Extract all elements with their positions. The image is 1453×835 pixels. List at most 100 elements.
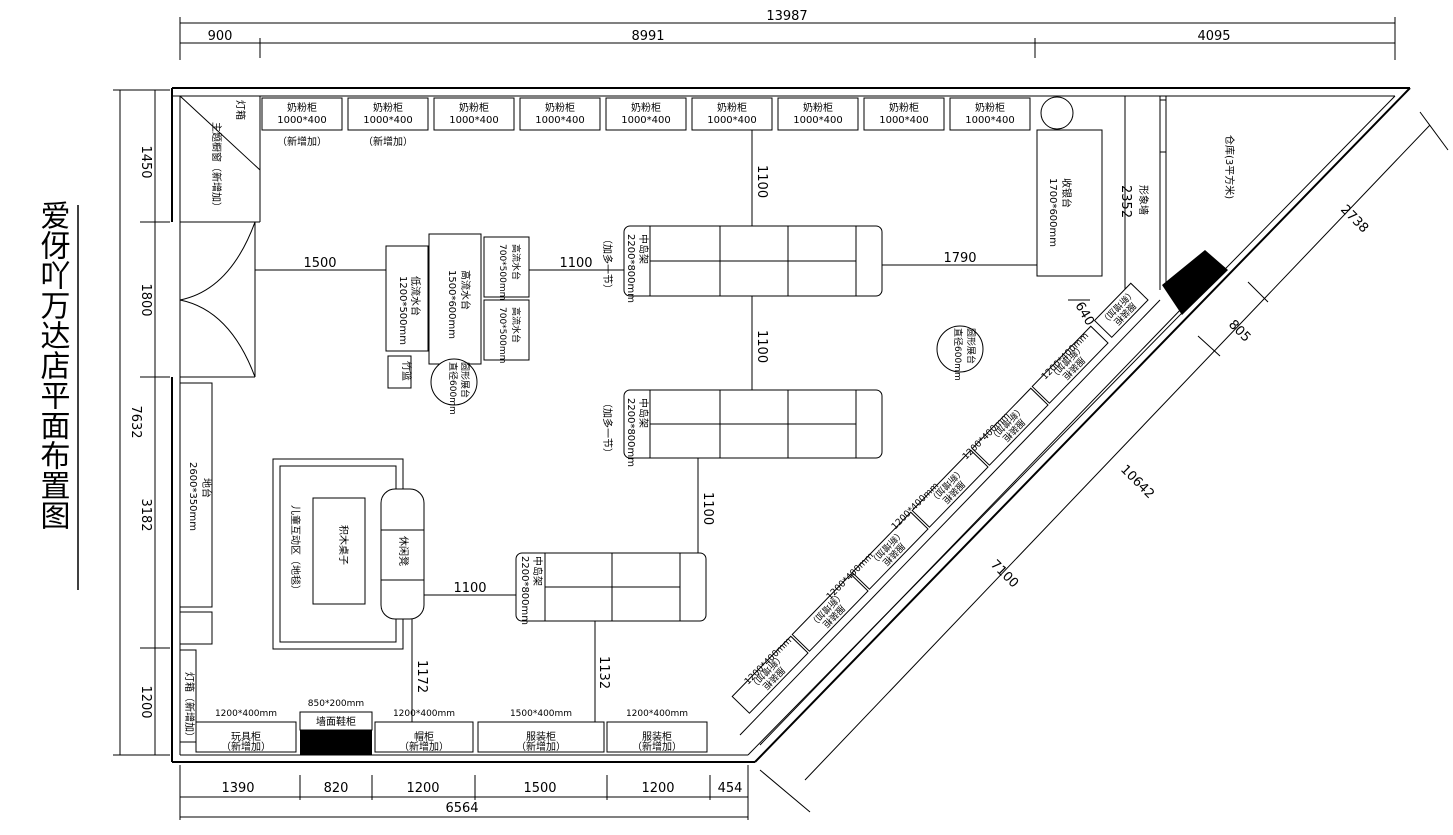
milk-cabinet-2-size: 1000*400 bbox=[363, 115, 413, 126]
dim-bot-820: 820 bbox=[324, 781, 349, 796]
entrance-door bbox=[179, 221, 256, 378]
milk-cabinet-4-size: 1000*400 bbox=[535, 115, 585, 126]
milk-cabinet-4-name: 奶粉柜 bbox=[545, 101, 575, 114]
dim-1172: 1172 bbox=[414, 660, 429, 693]
dim-left-1800: 1800 bbox=[138, 283, 153, 316]
dim-left-3182: 3182 bbox=[138, 498, 153, 531]
cashier-name: 收银台 bbox=[1060, 178, 1073, 208]
clothes-cabinet-1-new: （新增加） bbox=[516, 740, 566, 753]
block-table bbox=[312, 497, 366, 605]
milk-cabinet-1-name: 奶粉柜 bbox=[287, 101, 317, 114]
hat-cabinet-size: 1200*400mm bbox=[393, 709, 455, 719]
high-small-1-name: 高流水台 bbox=[510, 244, 522, 280]
low-table-size: 1200*500mm bbox=[397, 276, 408, 345]
clothes-cabinet-2-name: 服装柜 bbox=[642, 730, 672, 743]
kids-area: 儿童互动区（地毯） 积木桌子 休闲凳 bbox=[272, 458, 425, 650]
milk-cabinet-7-size: 1000*400 bbox=[793, 115, 843, 126]
mid-shelf-1-add: （加多一节） bbox=[601, 234, 614, 294]
clothes-cabinet-2-new: （新增加） bbox=[632, 740, 682, 753]
diag-cabinet-5 bbox=[851, 511, 929, 590]
hat-cabinet bbox=[374, 721, 474, 753]
dim-1100-v3: 1100 bbox=[700, 492, 715, 525]
dim-805: 805 bbox=[1225, 317, 1253, 345]
light-box-new-label: 灯箱（新增加） bbox=[183, 672, 196, 742]
milk-cabinet-6-name: 奶粉柜 bbox=[717, 101, 747, 114]
dim-2352: 2352 bbox=[1118, 185, 1133, 218]
milk-cabinet-1-new: （新增加） bbox=[277, 135, 327, 148]
clothes-cabinet-1-name: 服装柜 bbox=[526, 730, 556, 743]
milk-cabinet-5 bbox=[605, 97, 687, 131]
hat-cabinet-name: 帽柜 bbox=[414, 730, 434, 743]
mid-shelf-2-size: 2200*800mm bbox=[625, 398, 636, 467]
wall-shoe-name: 墙面鞋柜 bbox=[316, 715, 356, 728]
column bbox=[1040, 96, 1074, 130]
clothes-cabinet-2 bbox=[606, 721, 708, 753]
diag-cabinet-1 bbox=[1093, 282, 1149, 338]
floor-stand-name: 地台 bbox=[200, 478, 213, 498]
milk-cabinet-1-size: 1000*400 bbox=[277, 115, 327, 126]
milk-cabinet-8-name: 奶粉柜 bbox=[889, 101, 919, 114]
milk-cabinet-2-name: 奶粉柜 bbox=[373, 101, 403, 114]
dim-bot-1500: 1500 bbox=[523, 781, 556, 796]
left-dimensions: 7632 1450 1800 3182 1200 bbox=[113, 89, 170, 756]
mid-shelf-2: 中岛架 2200*800mm （加多一节） bbox=[601, 389, 883, 467]
high-flow-table-small-1: 高流水台 700*500mm bbox=[483, 236, 530, 300]
mid-shelf-1-name: 中岛架 bbox=[637, 234, 650, 264]
bamboo-basket: 竹篮 bbox=[387, 355, 413, 389]
dim-bot-1200b: 1200 bbox=[641, 781, 674, 796]
plan-title: 爱伢吖万达店平面布置图 bbox=[35, 200, 71, 530]
dim-top-8991: 8991 bbox=[631, 29, 664, 44]
milk-cabinet-9 bbox=[949, 97, 1031, 131]
milk-cabinet-3-size: 1000*400 bbox=[449, 115, 499, 126]
dim-top-total: 13987 bbox=[766, 9, 807, 24]
mid-shelf-1-size: 2200*800mm bbox=[625, 234, 636, 303]
small-box bbox=[179, 611, 213, 645]
milk-cabinet-2 bbox=[347, 97, 429, 131]
milk-cabinet-6-size: 1000*400 bbox=[707, 115, 757, 126]
cashier-size: 1700*600mm bbox=[1047, 178, 1058, 247]
high-small-1-size: 700*500mm bbox=[497, 244, 507, 300]
low-table-name: 低流水台 bbox=[409, 276, 422, 316]
clothes-cabinet-2-size: 1200*400mm bbox=[626, 709, 688, 719]
dim-1100-mid: 1100 bbox=[559, 256, 592, 271]
hat-cabinet-new: （新增加） bbox=[399, 740, 449, 753]
round-stand-2: 圆形展台 直径600mm bbox=[936, 325, 984, 381]
high-table-size: 1500*600mm bbox=[446, 270, 457, 339]
milk-cabinet-7 bbox=[777, 97, 859, 131]
dim-top-4095: 4095 bbox=[1197, 29, 1230, 44]
milk-cabinet-7-name: 奶粉柜 bbox=[803, 101, 833, 114]
dim-1100-h2: 1100 bbox=[453, 581, 486, 596]
top-dimensions: 13987 900 8991 4095 bbox=[179, 9, 1396, 60]
mid-shelf-3: 中岛架 2200*800mm bbox=[515, 552, 707, 625]
diag-cabinet-4 bbox=[911, 449, 989, 528]
toy-cabinet-name: 玩具柜 bbox=[231, 730, 261, 743]
dim-left-1450: 1450 bbox=[138, 145, 153, 178]
milk-cabinet-8-size: 1000*400 bbox=[879, 115, 929, 126]
round-stand-1: 圆形展台 直径600mm bbox=[430, 358, 478, 415]
dim-bot-total: 6564 bbox=[445, 801, 478, 816]
dim-7100: 7100 bbox=[987, 557, 1021, 591]
high-flow-table: 高流水台 1500*600mm bbox=[428, 233, 482, 365]
high-small-2-size: 700*500mm bbox=[497, 307, 507, 363]
warehouse-label: 仓库(3平方米) bbox=[1223, 135, 1236, 199]
milk-cabinet-8 bbox=[863, 97, 945, 131]
plan-title-text: 爱伢吖万达店平面布置图 bbox=[35, 200, 71, 530]
toy-cabinet-size: 1200*400mm bbox=[215, 709, 277, 719]
diag-cabinet-6 bbox=[791, 573, 869, 652]
light-box-new: 灯箱（新增加） bbox=[179, 649, 197, 743]
dim-bot-1200a: 1200 bbox=[406, 781, 439, 796]
rest-chair-label: 休闲凳 bbox=[397, 536, 410, 566]
dim-1100-top: 1100 bbox=[754, 165, 769, 198]
dim-1500: 1500 bbox=[303, 256, 336, 271]
toy-cabinet bbox=[195, 721, 297, 753]
high-small-2-name: 高流水台 bbox=[510, 307, 522, 343]
dim-1100-v2: 1100 bbox=[754, 330, 769, 363]
low-flow-table: 低流水台 1200*500mm bbox=[385, 245, 429, 352]
diag-cabinet-2 bbox=[1031, 325, 1109, 404]
dim-1132: 1132 bbox=[596, 656, 611, 689]
mid-shelf-1: 中岛架 2200*800mm （加多一节） bbox=[601, 225, 883, 303]
toy-cabinet-new: （新增加） bbox=[221, 740, 271, 753]
dim-1790: 1790 bbox=[943, 251, 976, 266]
